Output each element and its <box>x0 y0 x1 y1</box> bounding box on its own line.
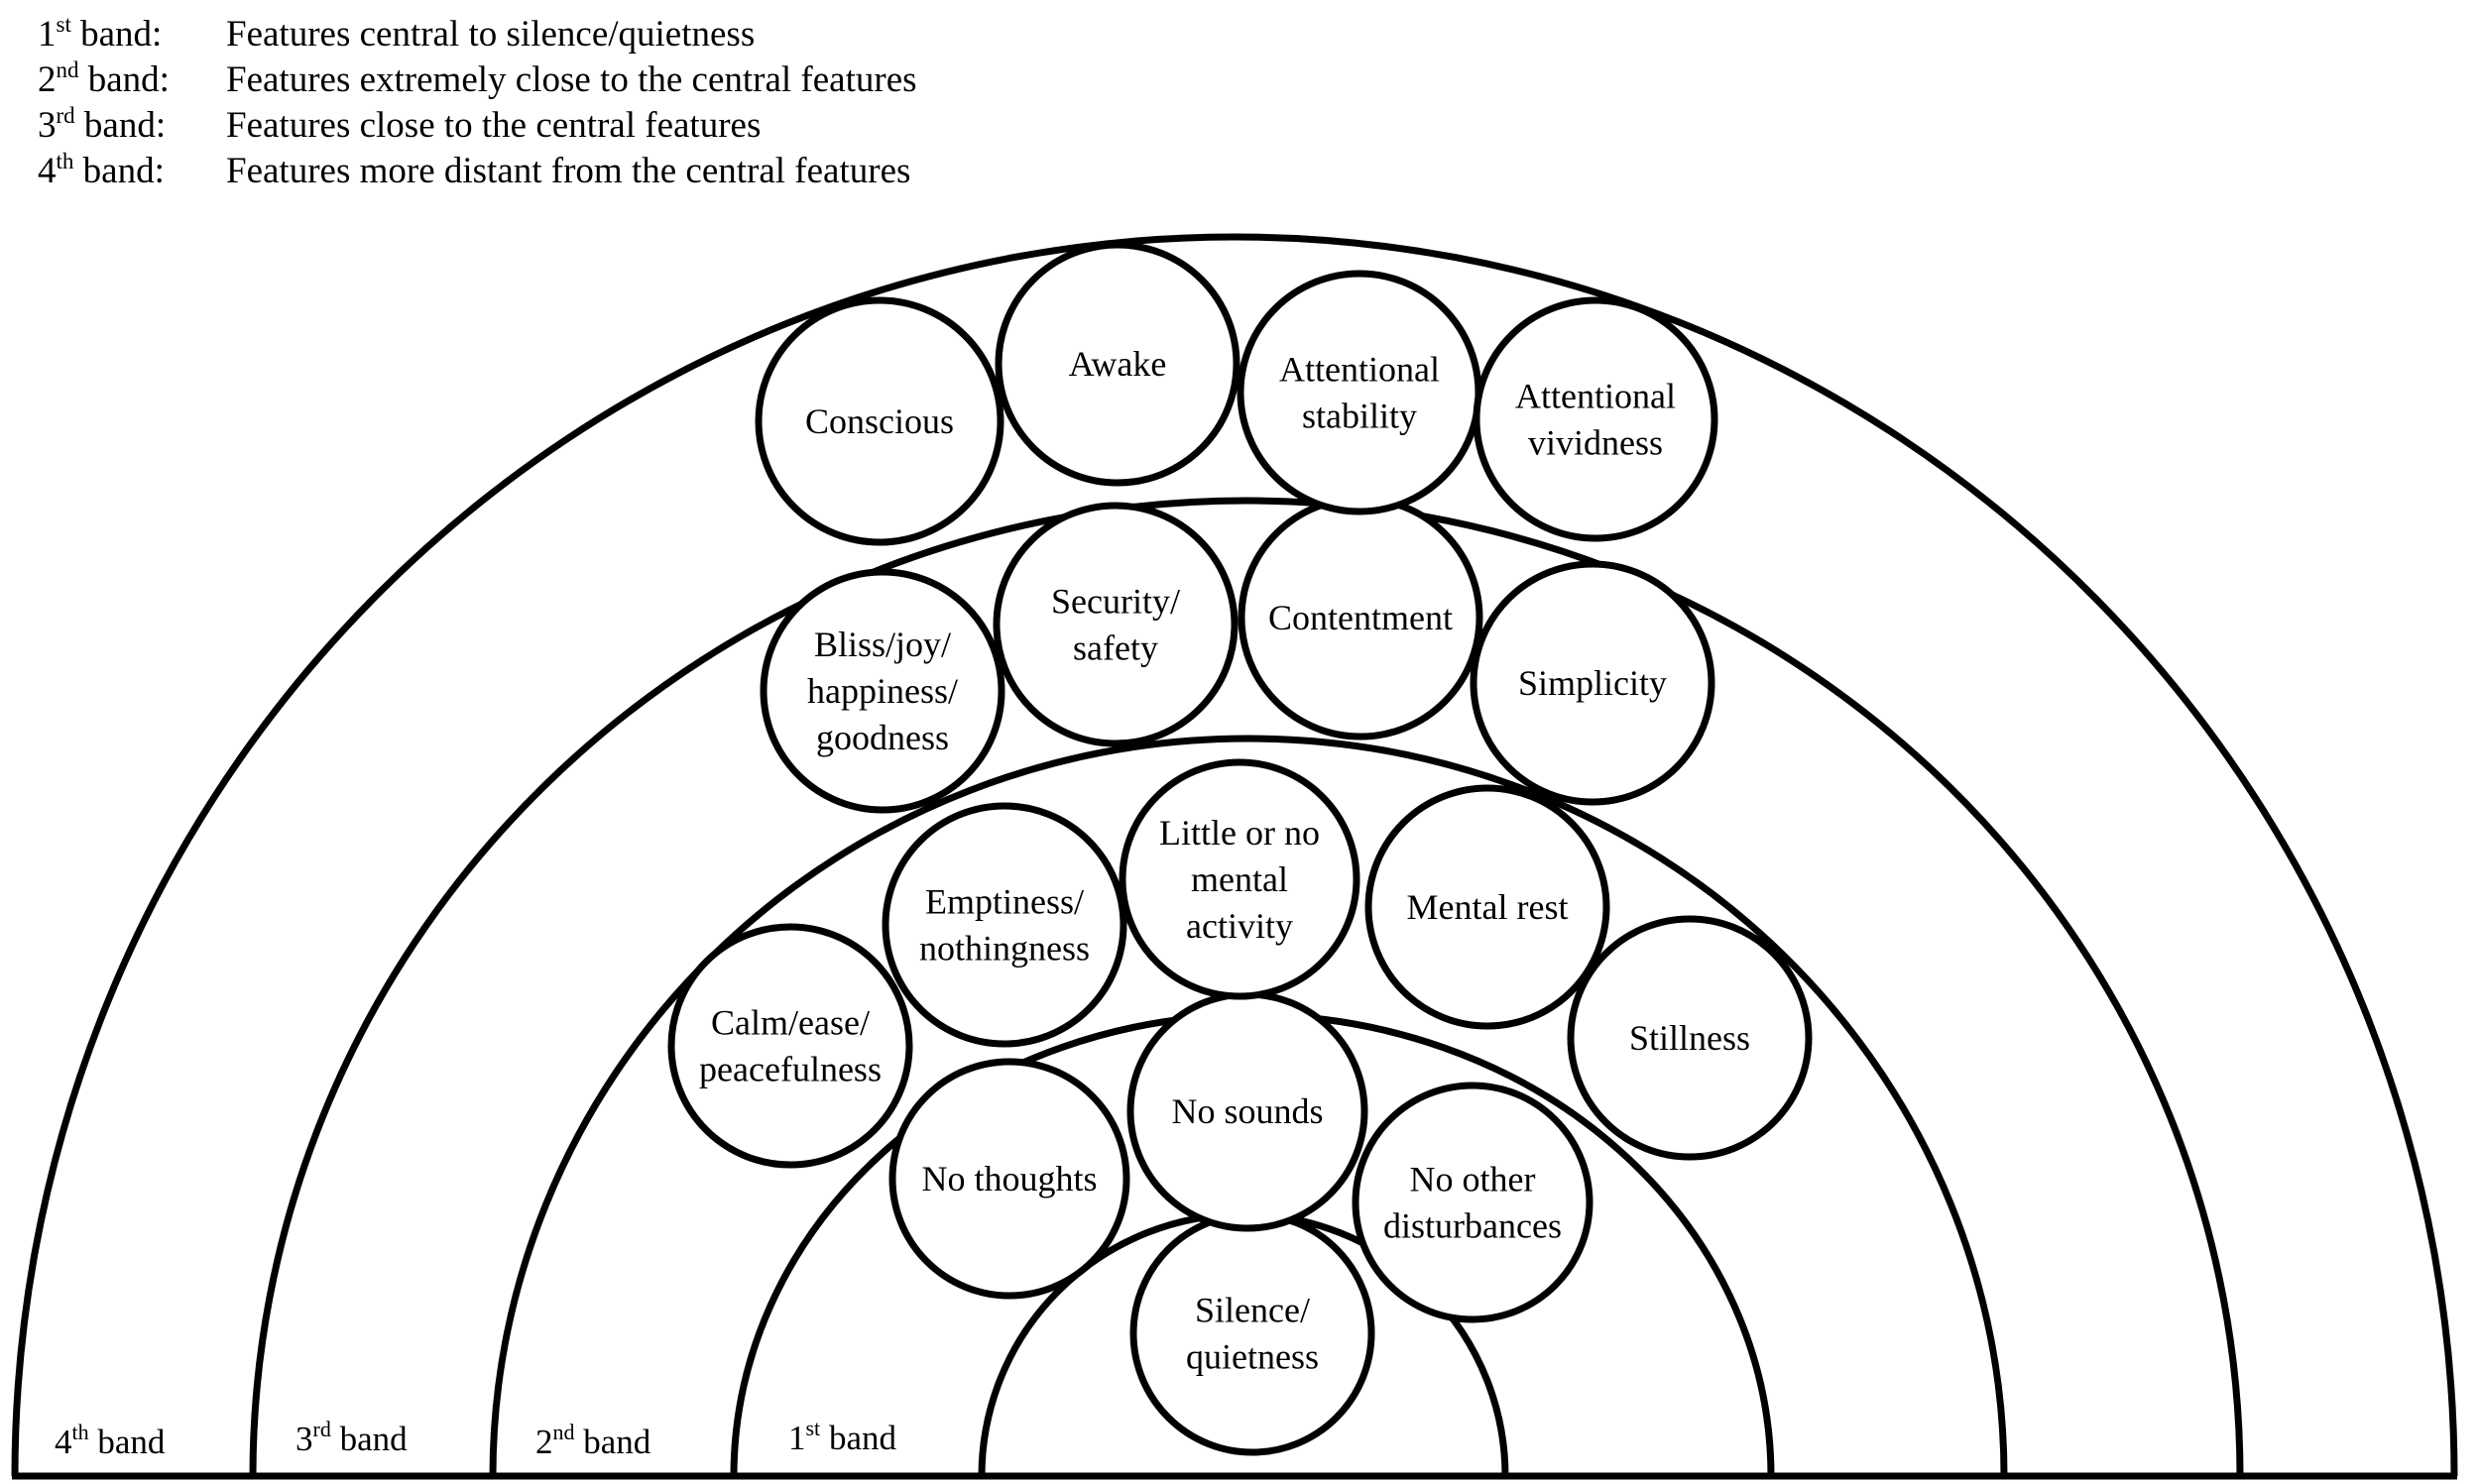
feature-node: No sounds <box>1126 990 1368 1232</box>
feature-node: Contentment <box>1238 495 1483 741</box>
band-label-4th: 4th band <box>55 1420 166 1461</box>
feature-label-line: Calm/ease/ <box>711 1003 870 1043</box>
feature-label: Stillness <box>1629 1018 1750 1058</box>
feature-label: Conscious <box>805 401 954 441</box>
feature-label-line: Emptiness/ <box>925 882 1084 922</box>
feature-label-line: No other <box>1410 1160 1536 1199</box>
feature-label-line: No sounds <box>1171 1091 1323 1131</box>
feature-circle <box>1129 1210 1375 1456</box>
legend-description: Features close to the central features <box>226 105 762 146</box>
feature-label-line: Conscious <box>805 401 954 441</box>
feature-node: Little or no mental activity <box>1119 758 1360 1000</box>
feature-label-line: No thoughts <box>921 1159 1097 1199</box>
feature-label-line: Simplicity <box>1518 663 1667 703</box>
feature-label-line: mental <box>1191 859 1288 899</box>
feature-label-line: Attentional <box>1515 377 1676 416</box>
arc-2nd-band <box>489 735 2008 1477</box>
legend-row-4: 4th band:Features more distant from the … <box>38 149 911 191</box>
feature-label-line: disturbances <box>1383 1206 1562 1246</box>
feature-circle <box>760 568 1005 814</box>
feature-circle <box>993 502 1239 747</box>
feature-circle <box>755 296 1004 546</box>
feature-label-line: happiness/ <box>807 671 958 711</box>
feature-label: Attentional vividness <box>1515 377 1676 463</box>
feature-circle <box>888 1058 1130 1300</box>
feature-label-line: Little or no <box>1159 813 1320 853</box>
feature-node: Awake <box>995 241 1240 487</box>
feature-label: No thoughts <box>921 1159 1097 1199</box>
feature-label: Mental rest <box>1407 887 1569 927</box>
feature-label: Calm/ease/peacefulness <box>699 1003 882 1089</box>
feature-node: Simplicity <box>1470 560 1715 806</box>
feature-label-line: quietness <box>1186 1337 1319 1377</box>
feature-label-line: activity <box>1186 906 1293 946</box>
feature-node: Conscious <box>755 296 1004 546</box>
band-label-3rd: 3rd band <box>295 1417 408 1458</box>
feature-circle <box>1364 784 1610 1030</box>
feature-label-line: Security/ <box>1051 582 1180 622</box>
feature-node: Attentional vividness <box>1473 296 1718 542</box>
feature-node: Stillness <box>1567 915 1813 1161</box>
feature-circle <box>1567 915 1813 1161</box>
feature-node: Calm/ease/peacefulness <box>667 923 913 1169</box>
feature-node: No thoughts <box>888 1058 1130 1300</box>
feature-label-line: Mental rest <box>1407 887 1569 927</box>
feature-circle <box>995 241 1240 487</box>
feature-label: Emptiness/nothingness <box>919 882 1090 969</box>
outer-arc-4th-band <box>11 233 2458 1477</box>
feature-circle <box>1473 296 1718 542</box>
feature-label-line: goodness <box>816 718 949 757</box>
feature-label: Awake <box>1069 344 1167 384</box>
feature-label: No other disturbances <box>1383 1160 1562 1246</box>
feature-circle <box>882 802 1127 1048</box>
feature-label-line: Awake <box>1069 344 1167 384</box>
legend-row-3: 3rd band:Features close to the central f… <box>38 103 762 146</box>
feature-label: No sounds <box>1171 1091 1323 1131</box>
feature-label-line: Bliss/joy/ <box>814 625 951 664</box>
band-label-2nd: 2nd band <box>535 1420 651 1461</box>
feature-label-line: vividness <box>1528 423 1663 463</box>
feature-label: Bliss/joy/happiness/goodness <box>807 625 958 757</box>
feature-label: Little or no mental activity <box>1159 813 1320 946</box>
legend-row-1: 1st band:Features central to silence/qui… <box>38 12 756 55</box>
feature-label: Simplicity <box>1518 663 1667 703</box>
feature-label-line: Silence/ <box>1195 1291 1310 1330</box>
feature-node: No other disturbances <box>1352 1082 1594 1323</box>
feature-node: Mental rest <box>1364 784 1610 1030</box>
legend-description: Features extremely close to the central … <box>226 59 917 100</box>
feature-label: Contentment <box>1268 598 1453 637</box>
legend-description: Features central to silence/quietness <box>226 14 756 55</box>
feature-circle <box>667 923 913 1169</box>
feature-circle <box>1119 758 1360 1000</box>
feature-node: Attentional stability <box>1237 270 1482 515</box>
feature-label-line: Contentment <box>1268 598 1453 637</box>
feature-node: Silence/quietness <box>1129 1210 1375 1456</box>
legend-description: Features more distant from the central f… <box>226 151 911 191</box>
feature-label: Silence/quietness <box>1186 1291 1319 1377</box>
feature-circle <box>1237 270 1482 515</box>
feature-label: Attentional stability <box>1279 350 1440 436</box>
feature-circle <box>1352 1082 1594 1323</box>
feature-label-line: Stillness <box>1629 1018 1750 1058</box>
feature-node: Security/safety <box>993 502 1239 747</box>
feature-node: Bliss/joy/happiness/goodness <box>760 568 1005 814</box>
feature-label-line: nothingness <box>919 929 1090 969</box>
legend-row-2: 2nd band:Features extremely close to the… <box>38 57 917 100</box>
band-label-1st: 1st band <box>788 1416 896 1457</box>
feature-label-line: Attentional <box>1279 350 1440 390</box>
feature-circle <box>1470 560 1715 806</box>
arc-3rd-band <box>249 497 2244 1477</box>
feature-node: Emptiness/nothingness <box>882 802 1127 1048</box>
feature-label-line: safety <box>1073 628 1158 668</box>
feature-label: Security/safety <box>1051 582 1180 668</box>
feature-label-line: stability <box>1302 397 1417 436</box>
feature-label-line: peacefulness <box>699 1050 882 1089</box>
